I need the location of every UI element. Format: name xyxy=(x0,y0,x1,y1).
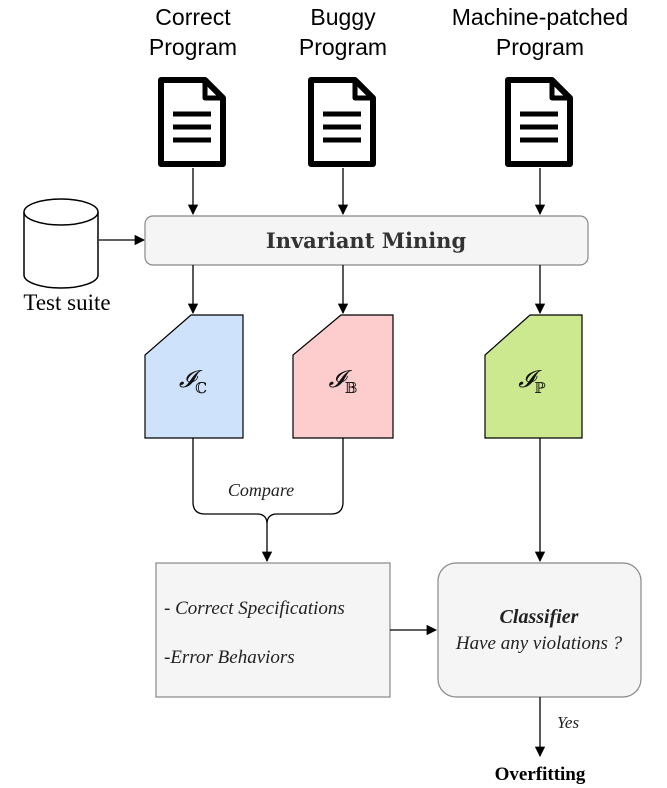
svg-text:Machine-patched: Machine-patched xyxy=(452,4,628,30)
buggy-program-document-icon xyxy=(308,77,376,167)
classifier-question: Have any violations ? xyxy=(455,633,623,654)
correct-specifications-label: - Correct Specifications xyxy=(164,598,345,619)
svg-text:Program: Program xyxy=(149,34,237,60)
buggy-program-title: Buggy Program xyxy=(299,4,387,60)
yes-label: Yes xyxy=(557,713,579,732)
svg-text:Program: Program xyxy=(299,34,387,60)
patched-invariants-symbol: 𝓘ℙ xyxy=(518,365,546,397)
svg-text:Correct: Correct xyxy=(155,4,231,30)
correct-program-document-icon xyxy=(158,77,226,167)
correct-program-title: Correct Program xyxy=(149,4,237,60)
test-suite-database-icon xyxy=(23,198,99,289)
svg-text:Buggy: Buggy xyxy=(310,4,376,30)
patched-program-document-icon xyxy=(505,77,573,167)
overfitting-label: Overfitting xyxy=(495,764,586,785)
error-behaviors-label: -Error Behaviors xyxy=(164,647,295,668)
svg-text:Program: Program xyxy=(496,34,584,60)
test-suite-label: Test suite xyxy=(23,290,110,315)
correct-invariants-card xyxy=(144,314,244,439)
compare-label: Compare xyxy=(228,480,294,500)
patched-invariants-card xyxy=(484,314,583,439)
specifications-box xyxy=(155,562,391,698)
classifier-title: Classifier xyxy=(500,606,579,628)
patched-program-title: Machine-patched Program xyxy=(452,4,628,60)
invariant-mining-box xyxy=(144,215,589,266)
invariant-mining-label: Invariant Mining xyxy=(266,228,467,253)
classifier-box xyxy=(437,562,642,698)
